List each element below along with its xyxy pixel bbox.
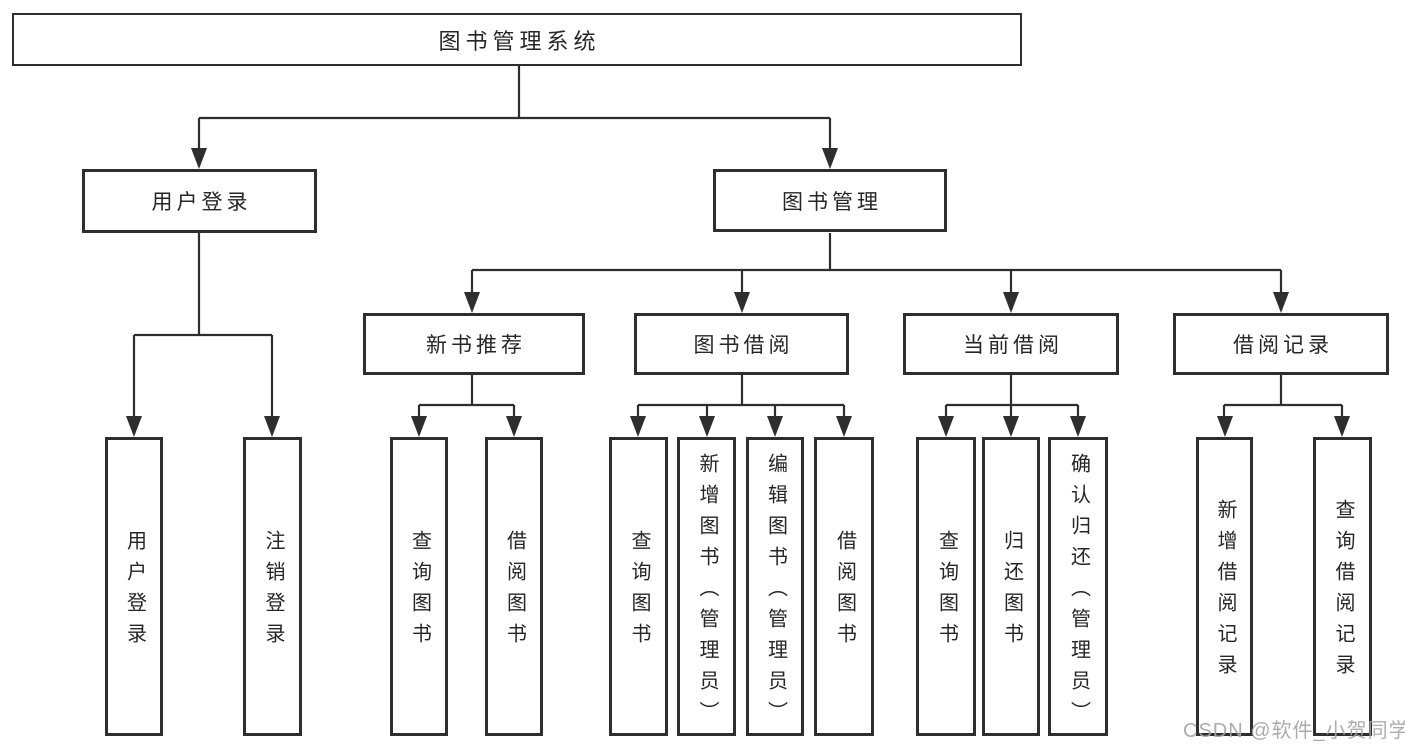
csdn-watermark: CSDN @软件_小贺同学	[1183, 720, 1405, 742]
leaf-user-login: 用户登录	[105, 437, 163, 736]
node-borrowing-records: 借阅记录	[1173, 313, 1389, 375]
node-label: 新增图书（管理员）	[696, 452, 718, 732]
node-label: 借阅图书	[503, 530, 526, 654]
node-label: 查询图书	[935, 530, 958, 654]
node-label: 注销登录	[262, 530, 284, 654]
leaf-borrow-books: 借阅图书	[814, 437, 874, 736]
node-label: 图书借阅	[693, 334, 794, 357]
arrowheads	[126, 148, 1350, 437]
node-current-borrowing: 当前借阅	[903, 313, 1119, 375]
leaf-borrow-books-recommend: 借阅图书	[485, 437, 543, 736]
node-label: 编辑图书（管理员）	[764, 452, 787, 732]
leaf-query-books-current: 查询图书	[916, 437, 976, 736]
leaf-query-books-borrow: 查询图书	[609, 437, 668, 736]
node-label: 图书管理系统	[438, 28, 601, 54]
node-label: 新增借阅记录	[1214, 499, 1236, 685]
node-label: 确认归还（管理员）	[1067, 452, 1090, 732]
leaf-logout: 注销登录	[243, 437, 302, 736]
node-label: 借阅记录	[1233, 334, 1333, 357]
node-label: 当前借阅	[963, 334, 1063, 357]
node-new-book-recommend: 新书推荐	[363, 313, 585, 375]
node-label: 借阅图书	[833, 530, 856, 654]
node-label: 归还图书	[1000, 530, 1023, 654]
leaf-confirm-return-admin: 确认归还（管理员）	[1048, 437, 1108, 736]
leaf-edit-book-admin: 编辑图书（管理员）	[746, 437, 804, 736]
node-book-management: 图书管理	[713, 169, 947, 232]
node-label: 用户登录	[151, 191, 252, 214]
node-library-management-system: 图书管理系统	[12, 13, 1022, 66]
node-label: 查询借阅记录	[1332, 499, 1354, 685]
leaf-query-books-recommend: 查询图书	[390, 437, 448, 736]
leaf-return-books: 归还图书	[982, 437, 1040, 736]
node-label: 新书推荐	[426, 334, 526, 357]
node-label: 用户登录	[123, 530, 146, 654]
node-book-borrowing: 图书借阅	[634, 313, 849, 375]
node-label: 查询图书	[408, 530, 431, 654]
leaf-query-borrow-record: 查询借阅记录	[1313, 437, 1372, 736]
node-label: 查询图书	[628, 530, 650, 654]
node-label: 图书管理	[782, 190, 882, 214]
node-user-login: 用户登录	[82, 169, 317, 233]
leaf-add-borrow-record: 新增借阅记录	[1196, 437, 1253, 736]
leaf-add-book-admin: 新增图书（管理员）	[677, 437, 736, 736]
